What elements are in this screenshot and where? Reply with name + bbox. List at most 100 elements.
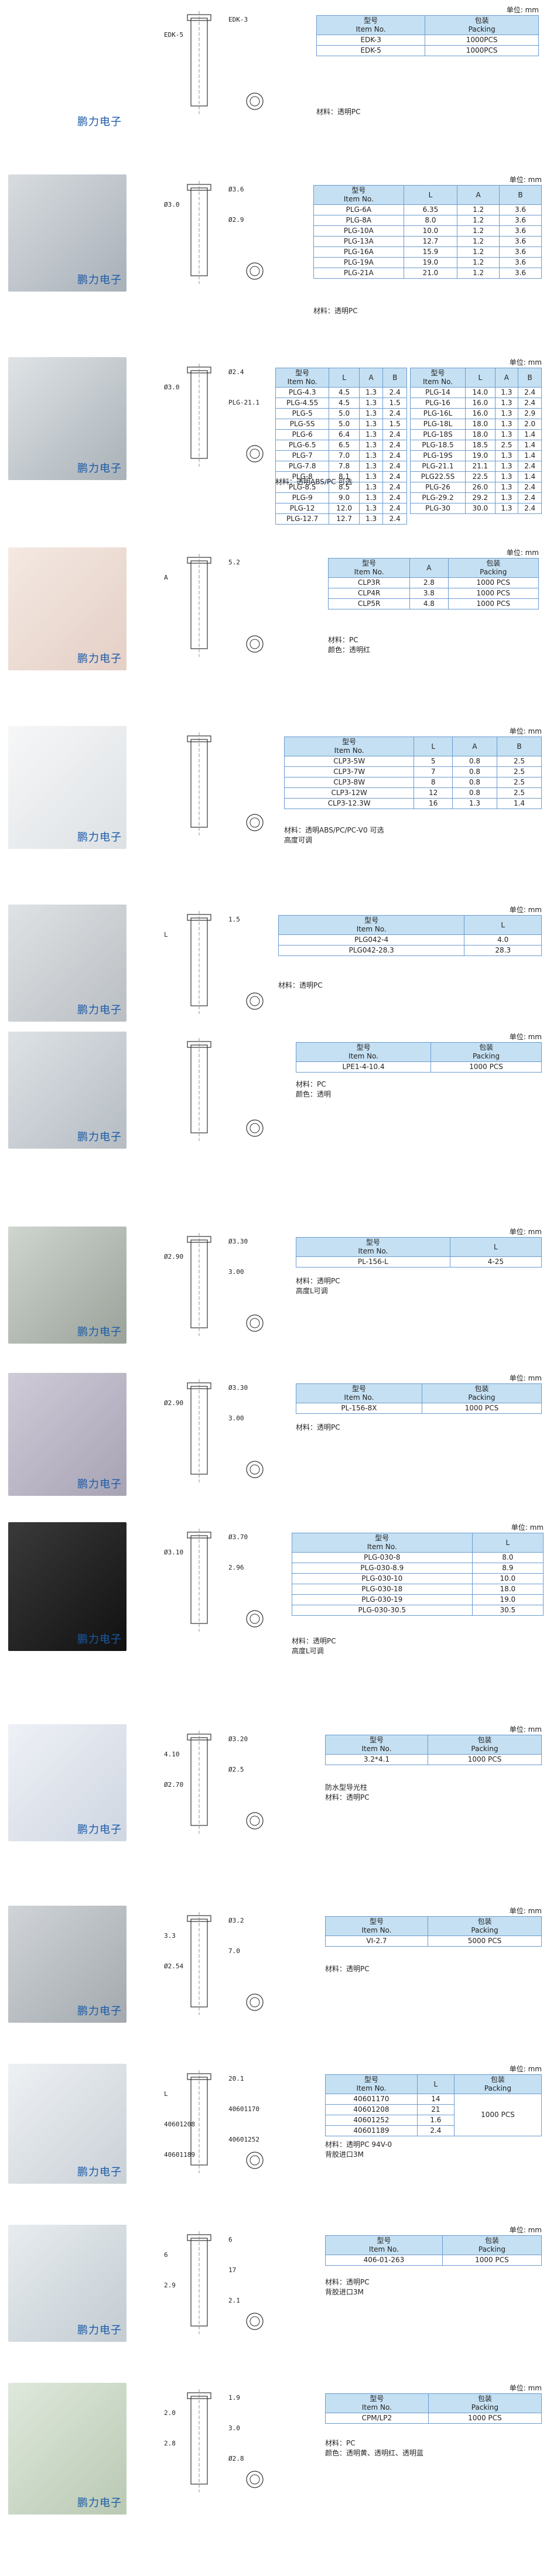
end-view-inner-circle (250, 448, 260, 459)
table-cell: 1.3 (358, 492, 384, 503)
table-cell: EDK-3 (316, 35, 426, 46)
unit-label: 单位: mm (509, 1725, 542, 1734)
table-cell: 1.3 (358, 419, 384, 430)
table-cell: 2.5 (494, 440, 519, 451)
material-note: 材料：透明PC (296, 1423, 340, 1433)
note-line: 材料：透明PC 94V-0 (325, 2140, 392, 2149)
table-cell: 2.4 (382, 461, 407, 472)
column-header: L (464, 915, 542, 935)
product-photo: 鹏力电子 (8, 174, 127, 292)
table-cell: EDK-5 (316, 45, 426, 56)
table-cell: 40601189 (325, 2125, 418, 2136)
table-cell: PLG-6.5 (275, 440, 330, 451)
table-cell: PLG-21.1 (409, 461, 466, 472)
note-line: 颜色：透明黄、透明红、透明蓝 (325, 2449, 424, 2457)
table-cell: PLG-12 (275, 503, 330, 514)
table-cell: 1000PCS (425, 35, 539, 46)
note-line: 材料：PC (328, 636, 358, 644)
table-cell: 1.5 (382, 398, 407, 409)
dimension-label: 3.00 (228, 1414, 244, 1422)
table-cell: 18.0 (465, 429, 496, 440)
dimension-label: 7.0 (228, 1947, 240, 1955)
table-cell: 30.0 (465, 503, 496, 514)
product-photo: 鹏力电子 (8, 1724, 127, 1841)
dimension-label: 20.1 (228, 2075, 244, 2082)
dimension-label: Ø3.30 (228, 1384, 248, 1392)
end-view-inner-circle (250, 1997, 260, 2008)
table-cell: 15.9 (403, 246, 458, 258)
table-cell: VI-2.7 (325, 1936, 428, 1947)
table-cell: 10.0 (403, 225, 458, 237)
end-view-circle (246, 1314, 264, 1332)
table-cell: 16 (414, 798, 453, 809)
end-view-inner-circle (250, 996, 260, 1006)
end-view-circle (246, 93, 264, 110)
material-note: 防水型导光柱材料：透明PC (325, 1783, 370, 1803)
table-cell: PLG-030-10 (292, 1573, 473, 1584)
note-line: 高度L可调 (292, 1647, 324, 1655)
table-cell: 1.3 (494, 503, 519, 514)
end-view-inner-circle (250, 2316, 260, 2327)
end-view-circle (246, 1993, 264, 2011)
table-cell: 2.4 (382, 387, 407, 398)
table-cell: 2.8 (409, 577, 449, 588)
table-cell: 5 (414, 756, 453, 767)
table-cell: PL-156-8X (296, 1403, 422, 1414)
table-cell: 3.6 (499, 225, 542, 237)
table-cell: PL-156-L (296, 1256, 450, 1268)
table-cell: PLG042-4 (278, 934, 465, 946)
end-view-inner-circle (250, 1815, 260, 1826)
table-cell: 1.4 (497, 798, 542, 809)
table-cell: 5000 PCS (427, 1936, 542, 1947)
drawing-area (158, 729, 293, 858)
column-header: L (403, 185, 458, 205)
table-cell: 1.3 (494, 387, 519, 398)
table-cell: 3.6 (499, 204, 542, 215)
table-cell: 8.0 (471, 1552, 544, 1563)
dimension-label: 1.9 (228, 2394, 240, 2402)
brand-watermark: 鹏力电子 (77, 116, 122, 128)
table-cell: PLG-030-19 (292, 1594, 473, 1605)
table-cell: 1.3 (358, 398, 384, 409)
technical-drawing: Ø3.6Ø3.0Ø2.9 (164, 181, 264, 284)
note-line: 高度L可调 (296, 1287, 328, 1295)
end-view-circle (246, 1119, 264, 1137)
note-line: 材料：PC (296, 1080, 326, 1088)
end-view-inner-circle (250, 2155, 260, 2166)
product-photo: 鹏力电子 (8, 1906, 127, 2023)
table-cell: PLG-18S (409, 429, 466, 440)
column-header: B (499, 185, 542, 205)
table-cell: 1.2 (457, 215, 500, 226)
product-photo: 鹏力电子 (8, 5, 127, 133)
note-line: 材料：透明PC (278, 981, 323, 989)
dimension-label: 5.2 (228, 559, 240, 566)
technical-drawing (187, 732, 264, 835)
table-cell: 1.3 (358, 408, 384, 419)
end-view-inner-circle (250, 1318, 260, 1328)
table-cell: 6.35 (403, 204, 458, 215)
end-view-inner-circle (250, 96, 260, 107)
